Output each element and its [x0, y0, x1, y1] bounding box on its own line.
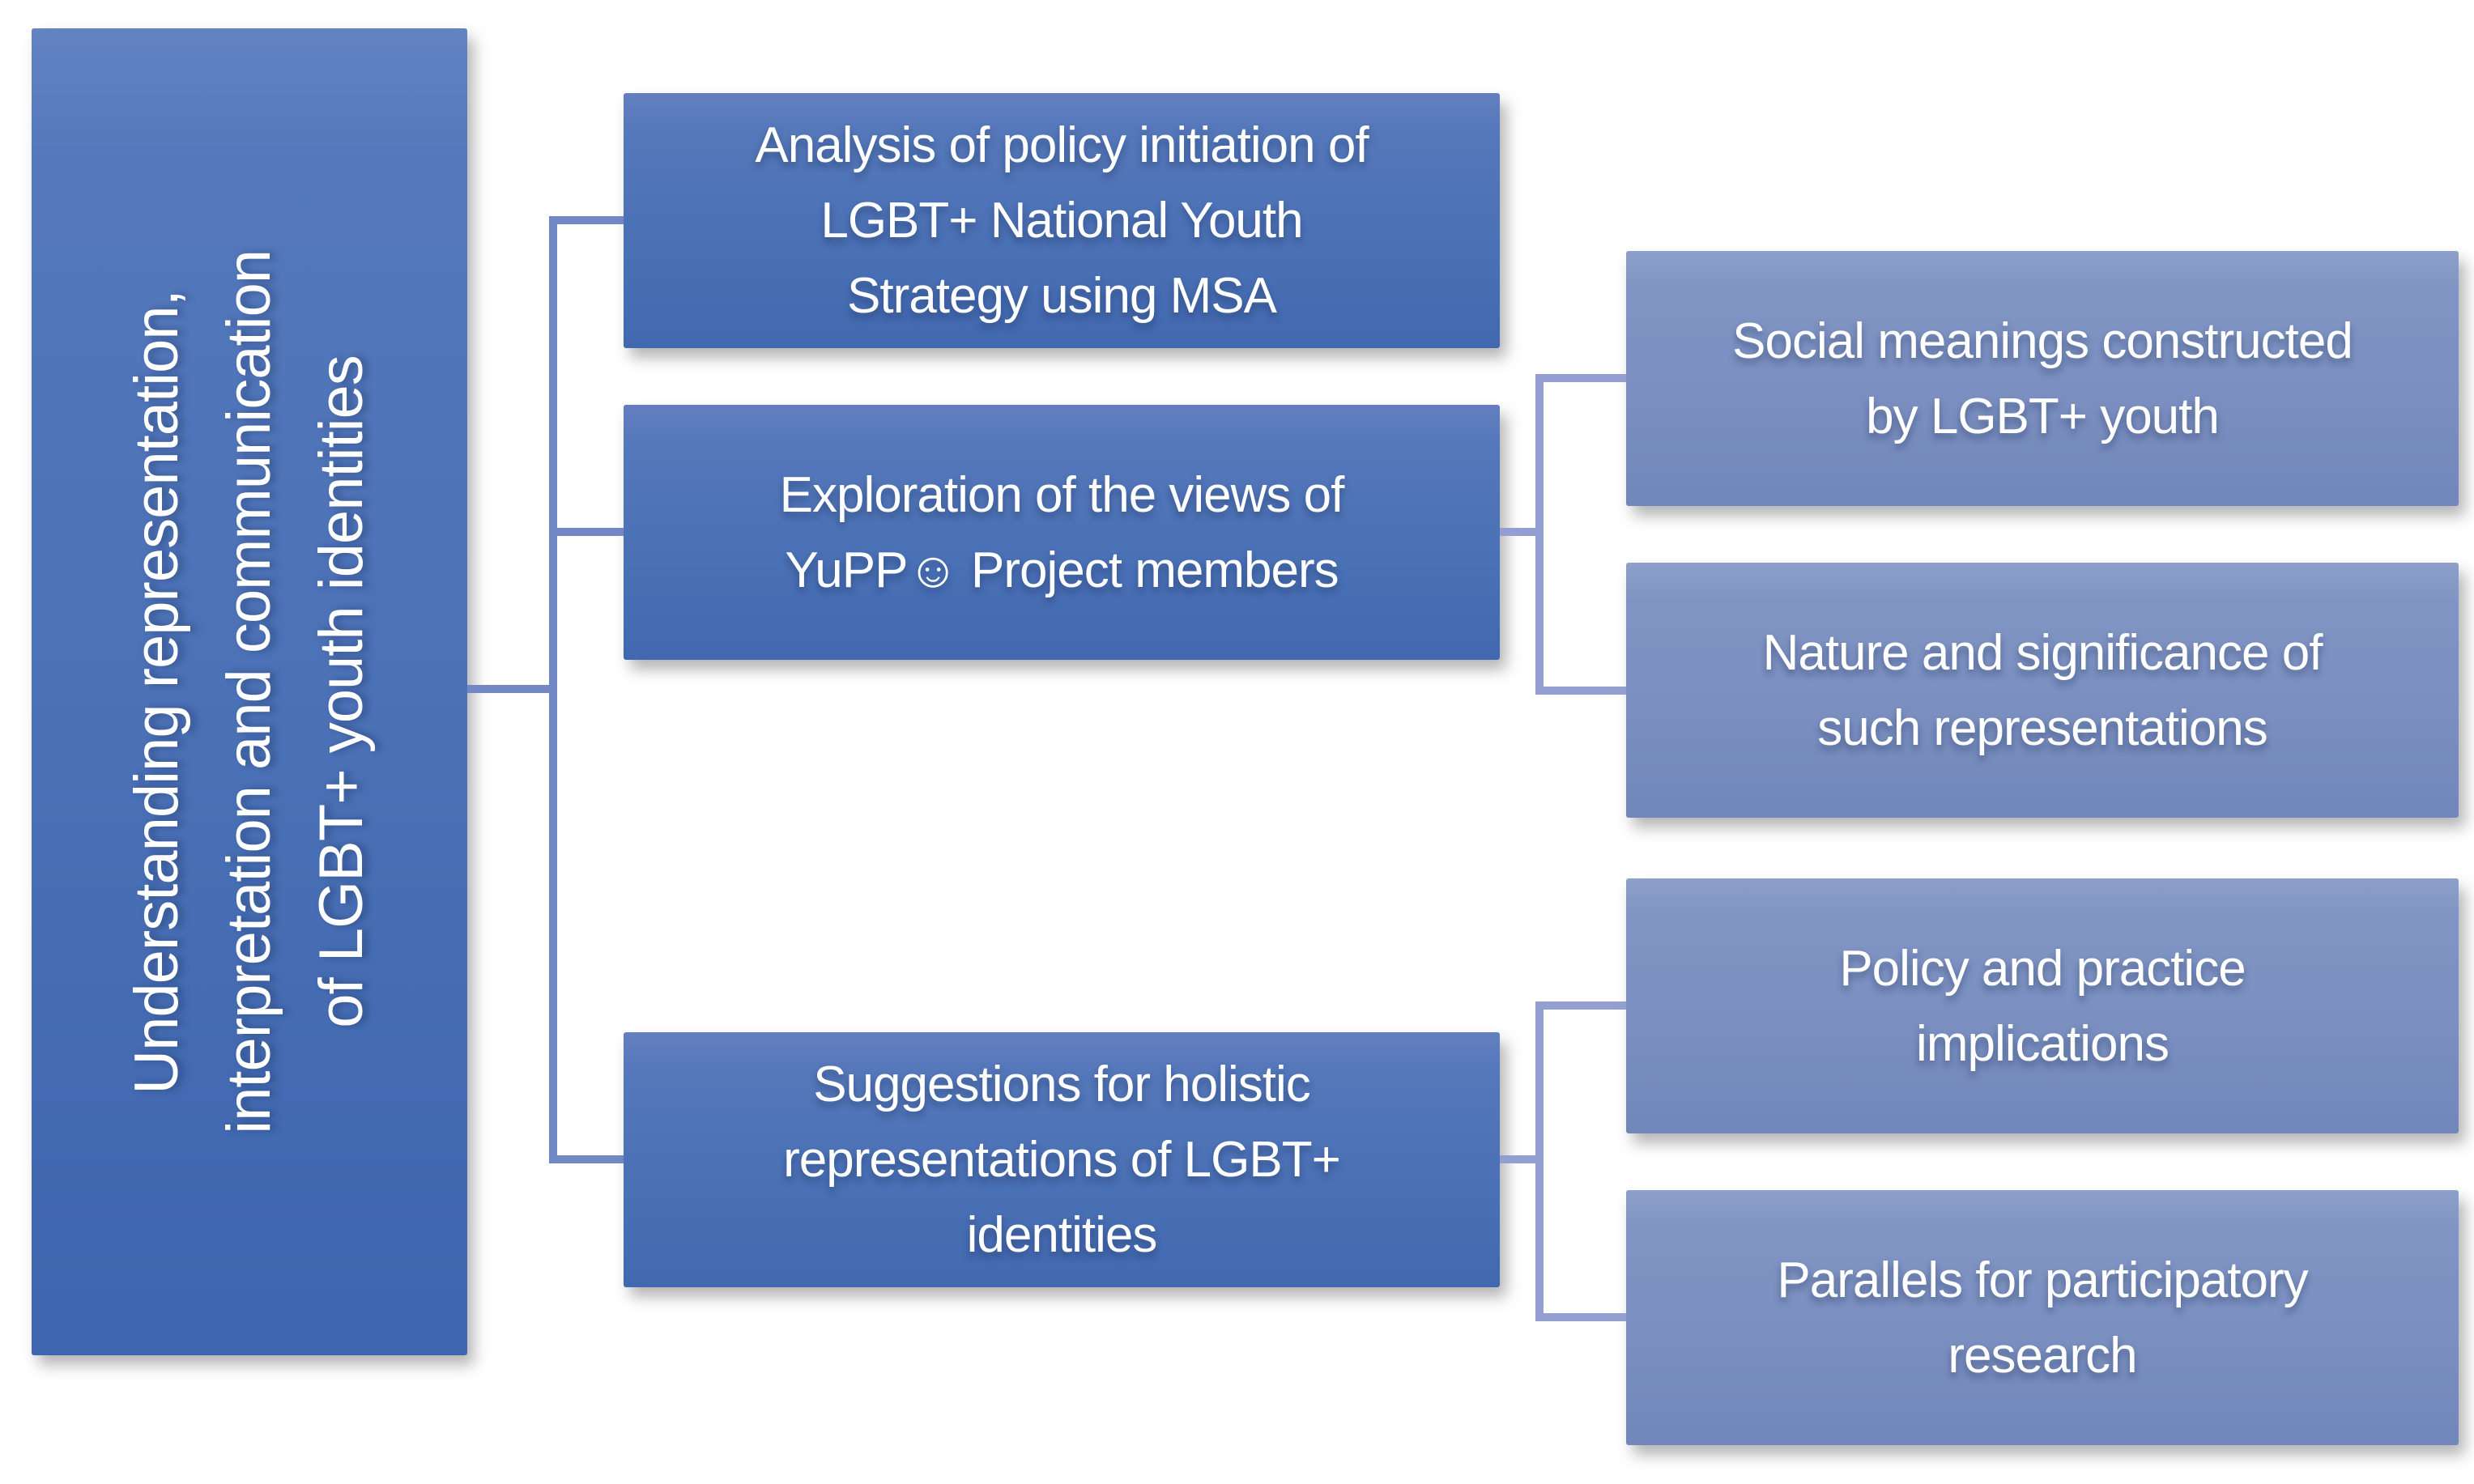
connector-branch-nature-significance [1535, 687, 1626, 695]
node-label: Suggestions for holistic representations… [783, 1057, 1341, 1263]
node-nature-significance: Nature and significance of such represen… [1626, 563, 2459, 818]
connector-exploration-trunk [1535, 374, 1544, 695]
node-label: Nature and significance of such represen… [1762, 624, 2323, 756]
connector-branch-analysis [549, 216, 624, 224]
node-label: Policy and practice implications [1839, 940, 2246, 1072]
connector-left-trunk [549, 216, 557, 1163]
connector-exploration-stub [1500, 528, 1544, 536]
node-label: Analysis of policy initiation of LGBT+ N… [755, 117, 1369, 324]
node-views-exploration: Exploration of the views of YuPP☺ Projec… [624, 405, 1500, 660]
connector-branch-exploration [549, 528, 624, 536]
node-label: Social meanings constructed by LGBT+ you… [1732, 313, 2353, 444]
node-label: Parallels for participatory research [1777, 1252, 2308, 1384]
root-node-understanding-representation: Understanding representation, interpreta… [32, 28, 467, 1355]
connector-root-stub [467, 685, 557, 693]
root-node-label: Understanding representation, interpreta… [122, 249, 376, 1134]
connector-suggestions-trunk [1535, 1001, 1544, 1321]
connector-branch-social-meanings [1535, 374, 1626, 382]
node-parallels-participatory-research: Parallels for participatory research [1626, 1190, 2459, 1445]
node-social-meanings: Social meanings constructed by LGBT+ you… [1626, 251, 2459, 506]
connector-branch-parallels-research [1535, 1313, 1626, 1321]
connector-suggestions-stub [1500, 1155, 1544, 1163]
node-holistic-suggestions: Suggestions for holistic representations… [624, 1032, 1500, 1287]
node-policy-practice-implications: Policy and practice implications [1626, 878, 2459, 1133]
connector-branch-suggestions [549, 1155, 624, 1163]
connector-branch-policy-practice [1535, 1001, 1626, 1010]
node-policy-initiation-analysis: Analysis of policy initiation of LGBT+ N… [624, 93, 1500, 348]
node-label: Exploration of the views of YuPP☺ Projec… [779, 466, 1345, 598]
